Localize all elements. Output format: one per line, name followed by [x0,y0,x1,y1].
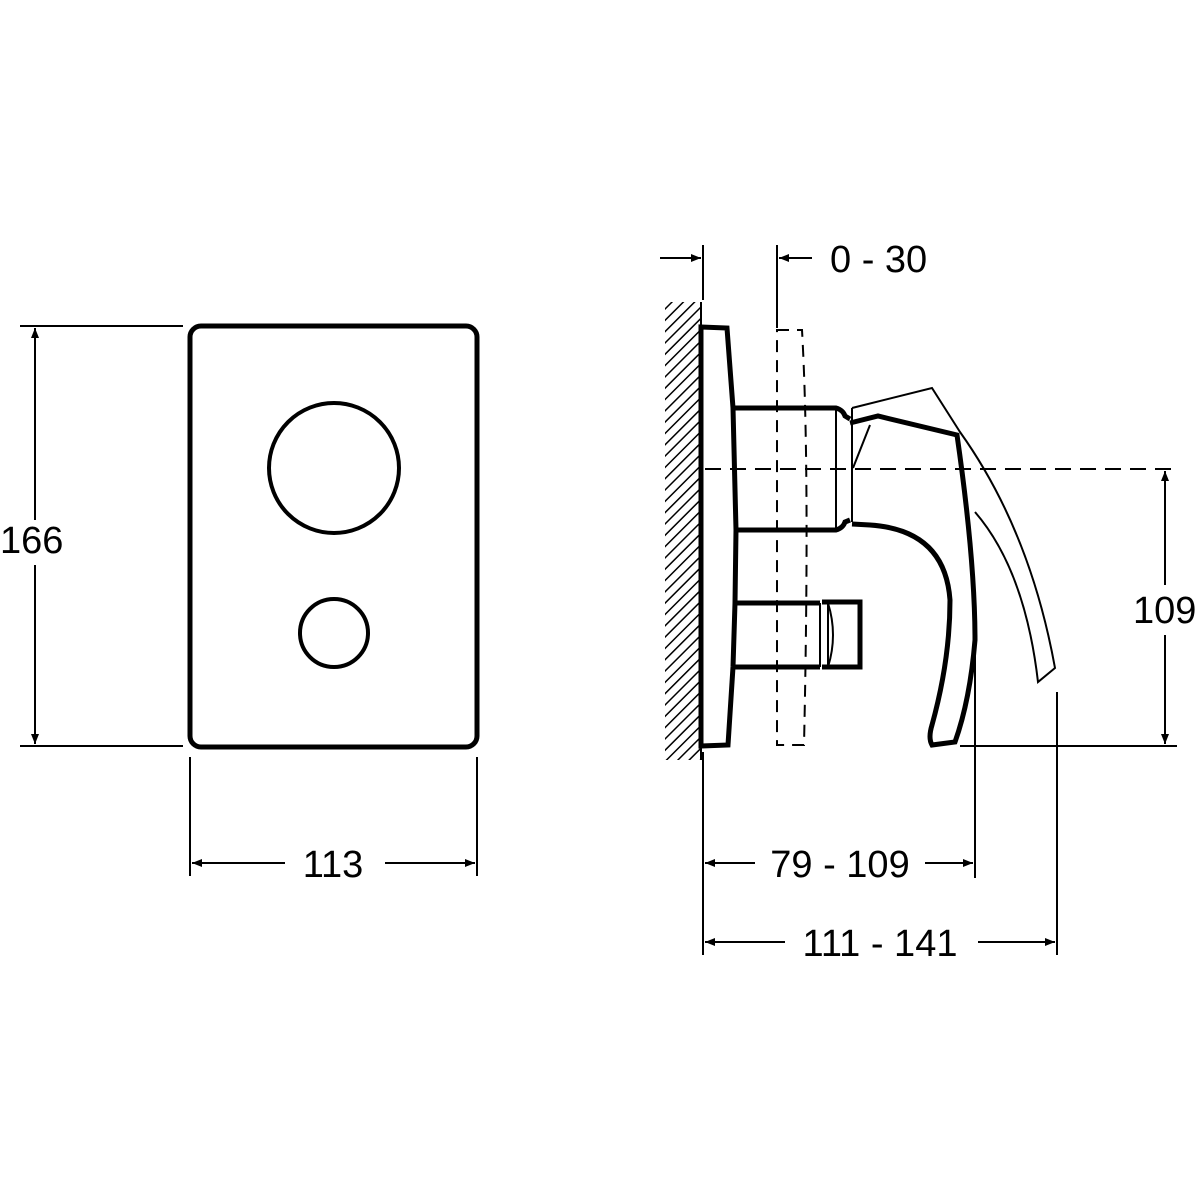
diverter-stem [735,599,863,670]
wall-plate [698,324,739,749]
temperature-knob [267,401,401,535]
front-view: 166 113 [0,323,480,886]
width-label: 113 [303,844,364,886]
extended-plate-outline [776,329,808,746]
center-height-dimension [960,471,1177,747]
side-view: 0 - 30 109 79 - 109 111 - 141 [660,239,1196,965]
depth-short-label: 79 - 109 [770,844,909,886]
lever-handle-alternate [851,386,1057,684]
wall-hatch [665,302,700,760]
depth-dimensions [702,648,1058,955]
lever-handle [849,413,978,748]
height-dimension [20,325,183,747]
offset-dimension [660,245,812,328]
center-height-label: 109 [1133,590,1196,632]
offset-label: 0 - 30 [830,239,927,281]
width-dimension [189,757,478,876]
diverter-knob [298,597,370,669]
depth-long-label: 111 - 141 [803,923,958,965]
cover-plate [187,323,480,750]
height-label: 166 [0,520,63,562]
